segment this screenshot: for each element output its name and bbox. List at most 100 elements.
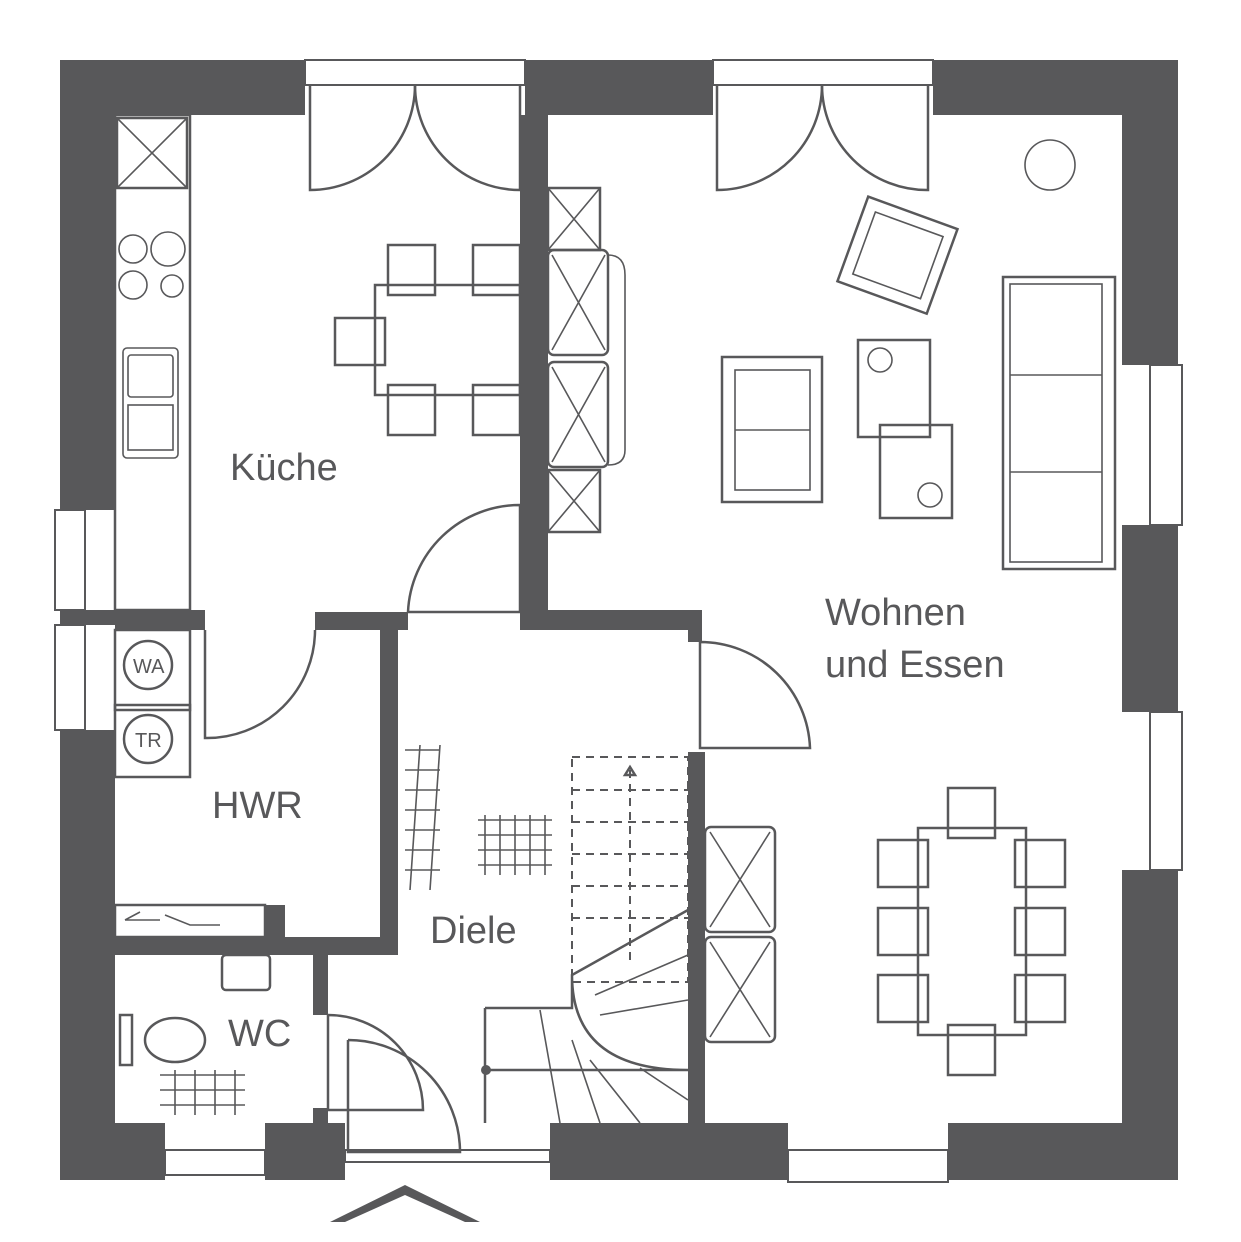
plan-line	[127, 354, 174, 398]
interior-walls	[115, 115, 705, 1123]
plan-line	[946, 1023, 997, 1077]
washer-label: WA	[133, 656, 165, 678]
window-hwr-left	[54, 624, 86, 731]
plan-line	[1122, 525, 1178, 712]
plan-line	[835, 195, 960, 316]
kitchen-counter: Küche	[113, 113, 338, 612]
plan-line	[113, 703, 192, 779]
plan-line	[1009, 283, 1103, 563]
window-wc	[164, 1149, 266, 1176]
plan-line	[118, 234, 148, 264]
armchair-2	[720, 355, 824, 504]
plan-line	[313, 955, 328, 1015]
plan-line	[547, 469, 601, 533]
living-furniture: Wohnen und Essen	[720, 139, 1117, 686]
plan-line	[703, 825, 777, 934]
plan-line	[876, 973, 930, 1024]
plan-line	[481, 1065, 491, 1075]
wash-basin-icon	[220, 953, 272, 992]
kitchen-door	[406, 503, 522, 614]
plan-line	[547, 187, 601, 251]
window-kitchen-left	[54, 509, 86, 611]
plan-line	[1013, 906, 1067, 957]
plan-line	[551, 366, 606, 463]
plan-line	[115, 937, 398, 955]
plan-line	[265, 1123, 345, 1180]
window-living-door	[712, 59, 934, 86]
plan-line	[60, 730, 115, 1180]
washer-icon	[122, 639, 174, 691]
room-label-living-2: und Essen	[825, 644, 1005, 686]
plan-line	[876, 906, 930, 957]
living-cabinets	[546, 186, 626, 534]
plan-line	[60, 60, 115, 510]
plan-line	[571, 756, 689, 983]
plant-icon	[867, 139, 1076, 508]
floor-grid	[478, 815, 552, 875]
staircase	[481, 756, 689, 1124]
plan-line	[550, 1123, 788, 1180]
living-terrace-door-right	[820, 84, 930, 192]
doors	[203, 84, 930, 1154]
window-living-right-1	[1149, 364, 1183, 526]
stair-arrow-icon	[622, 764, 638, 777]
entrance-door	[346, 1038, 462, 1154]
plan-line	[572, 770, 688, 960]
plan-line	[127, 404, 174, 451]
armchair	[835, 195, 960, 316]
plan-line	[113, 628, 192, 712]
plan-line	[546, 248, 610, 357]
hall-cabinets	[703, 825, 777, 1044]
plan-line	[118, 270, 148, 300]
hwr-door	[203, 629, 317, 740]
plan-line	[525, 60, 713, 115]
plan-line	[386, 243, 437, 297]
plan-line	[60, 610, 115, 625]
kitchen-terrace-door-right	[413, 84, 522, 192]
plan-line	[313, 1108, 328, 1123]
plan-line	[1010, 374, 1102, 473]
plan-line	[265, 905, 285, 940]
plan-line	[551, 254, 606, 351]
sink-cabinet	[113, 903, 267, 939]
plan-line	[948, 1123, 1178, 1180]
plan-line	[867, 347, 893, 373]
wc-door	[326, 1013, 425, 1112]
coffee-table	[856, 338, 932, 439]
entrance-arrow-icon	[330, 1185, 480, 1222]
plan-line	[113, 113, 192, 612]
kitchen-dining-table	[333, 243, 522, 437]
plan-line	[1122, 60, 1178, 365]
plan-line	[703, 935, 777, 1044]
plan-line	[851, 210, 945, 300]
window-living-bottom	[787, 1149, 949, 1183]
plan-line	[1024, 139, 1076, 191]
room-label-hwr: HWR	[212, 785, 303, 827]
sink-icon	[122, 347, 179, 459]
dining-table	[876, 786, 1067, 1077]
plan-line	[607, 254, 626, 466]
plan-line	[1013, 838, 1067, 889]
hwr: WA TR HWR	[113, 628, 303, 939]
window-living-right-2	[1149, 711, 1183, 871]
plan-line	[160, 274, 184, 298]
side-table	[878, 423, 954, 520]
fridge	[115, 116, 189, 190]
plan-line	[709, 941, 771, 1038]
plan-line	[539, 954, 689, 1124]
kitchen-terrace-door-left	[308, 84, 417, 192]
plan-line	[115, 610, 205, 630]
room-label-wc: WC	[228, 1013, 291, 1055]
plan-line	[150, 231, 186, 267]
heating-arrow-icon	[124, 911, 220, 926]
plan-line	[122, 347, 179, 459]
plan-line	[386, 383, 437, 437]
outer-walls	[60, 60, 1178, 1180]
room-label-kitchen: Küche	[230, 447, 338, 489]
plan-line	[333, 316, 387, 367]
coat-rack	[405, 744, 441, 891]
plan-line	[116, 117, 188, 189]
window-kitchen-door	[304, 59, 526, 86]
plan-line	[520, 610, 700, 630]
plan-line	[373, 283, 522, 397]
